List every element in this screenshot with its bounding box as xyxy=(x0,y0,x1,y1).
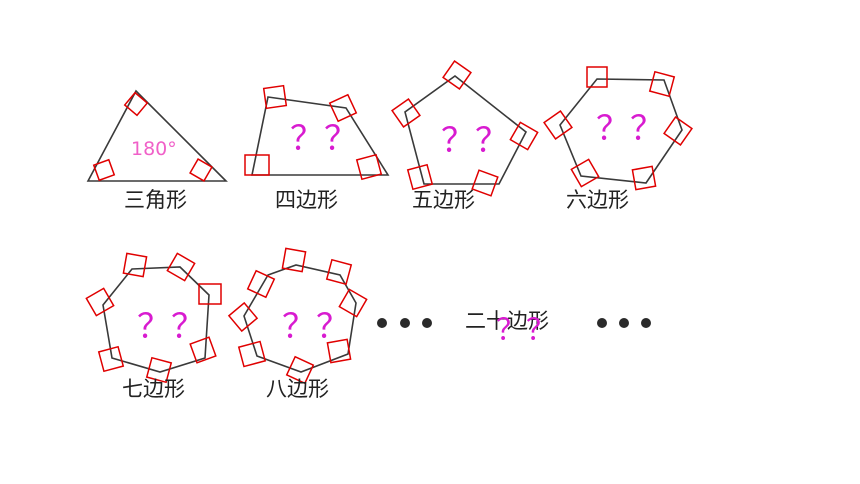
pentagon-unknown-sum: ？？ xyxy=(441,121,509,161)
angle-marker xyxy=(471,169,499,197)
angle-marker xyxy=(406,163,434,191)
angle-marker xyxy=(189,336,217,364)
pentagon-angle-markers xyxy=(391,60,539,197)
icosagon-unknown-sum: ？？ xyxy=(496,313,556,348)
angle-marker xyxy=(648,70,676,98)
icosagon-label: 二十边形 xyxy=(465,309,549,333)
triangle-angle-sum: 180° xyxy=(131,138,177,160)
ellipsis-right: ●●● xyxy=(597,318,651,328)
angle-marker xyxy=(326,338,352,364)
icosagon-item: 二十边形 ？？ xyxy=(465,309,556,348)
ellipsis-dot xyxy=(400,318,410,328)
angle-marker xyxy=(166,252,196,282)
hexagon-label: 六边形 xyxy=(566,188,629,212)
heptagon-unknown-sum: ？？ xyxy=(137,307,205,347)
hexagon-angle-markers xyxy=(543,66,693,191)
angle-marker xyxy=(262,84,288,110)
ellipsis-dot xyxy=(597,318,607,328)
quadrilateral-figure: ？？ 四边形 xyxy=(244,84,390,212)
angle-marker xyxy=(246,269,276,299)
quadrilateral-outline xyxy=(251,96,390,176)
angle-marker xyxy=(328,93,358,123)
quadrilateral-unknown-sum: ？？ xyxy=(290,119,358,159)
angle-marker xyxy=(442,60,472,90)
triangle-label: 三角形 xyxy=(124,188,187,212)
octagon-unknown-sum: ？？ xyxy=(282,307,350,347)
hexagon-figure: ？？ 六边形 xyxy=(543,66,693,212)
angle-marker xyxy=(227,301,259,333)
octagon-figure: ？？ 八边形 xyxy=(227,247,368,401)
angle-marker xyxy=(244,154,270,176)
ellipsis-dot xyxy=(619,318,629,328)
quadrilateral-label: 四边形 xyxy=(275,188,338,212)
ellipsis-left: ●●● xyxy=(377,318,432,328)
angle-marker xyxy=(663,116,693,146)
angle-marker xyxy=(285,355,315,385)
angle-marker xyxy=(570,158,600,188)
angle-marker xyxy=(543,110,573,140)
quadrilateral-angle-markers xyxy=(244,84,383,181)
angle-marker xyxy=(92,158,116,182)
hexagon-unknown-sum: ？？ xyxy=(596,109,664,149)
angle-marker xyxy=(509,121,539,151)
angle-marker xyxy=(586,66,608,88)
pentagon-label: 五边形 xyxy=(412,188,475,212)
octagon-outline xyxy=(243,264,357,373)
ellipsis-dot xyxy=(377,318,387,328)
angle-marker xyxy=(237,340,267,368)
heptagon-label: 七边形 xyxy=(122,377,185,401)
angle-marker xyxy=(631,165,657,191)
octagon-angle-markers xyxy=(227,247,368,385)
octagon-label: 八边形 xyxy=(266,377,329,401)
hexagon-outline xyxy=(559,78,683,184)
angle-marker xyxy=(391,98,421,128)
angle-marker xyxy=(123,91,149,117)
angle-marker xyxy=(145,356,173,384)
heptagon-angle-markers xyxy=(85,252,222,384)
triangle-figure: 180° 三角形 xyxy=(86,89,228,212)
triangle-angle-markers xyxy=(92,91,213,182)
angle-marker xyxy=(198,283,222,305)
heptagon-figure: ？？ 七边形 xyxy=(85,252,222,401)
angle-marker xyxy=(97,345,125,373)
angle-marker xyxy=(281,247,307,273)
ellipsis-dot xyxy=(641,318,651,328)
heptagon-outline xyxy=(102,266,210,373)
angle-marker xyxy=(355,153,383,181)
angle-marker xyxy=(85,287,115,317)
triangle-outline xyxy=(86,89,228,182)
ellipsis-dot xyxy=(422,318,432,328)
angle-marker xyxy=(325,258,353,286)
angle-marker xyxy=(122,252,148,278)
angle-marker xyxy=(338,288,368,318)
pentagon-figure: ？？ 五边形 xyxy=(391,60,539,212)
angle-marker xyxy=(189,158,213,182)
